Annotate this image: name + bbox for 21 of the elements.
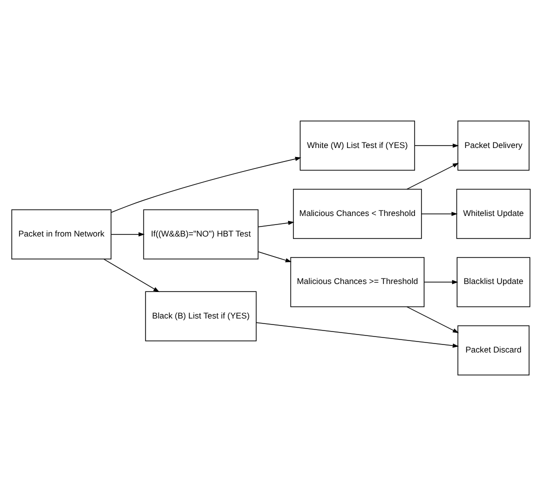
node-box: Packet Discard — [457, 324, 530, 375]
node-box: If((W&&B)="NO") HBT Test — [143, 208, 258, 259]
node-box: Black (B) List Test if (YES) — [145, 290, 257, 341]
node-box: Packet in from Network — [11, 208, 112, 259]
node-box: Malicious Chances < Threshold — [292, 188, 422, 238]
arrow — [104, 258, 160, 292]
arrow — [256, 322, 459, 348]
arrow — [110, 232, 145, 236]
node-box: Malicious Chances >= Threshold — [290, 256, 424, 307]
arrow — [421, 211, 458, 216]
arrow — [406, 162, 459, 190]
arrow — [414, 143, 459, 148]
arrow — [424, 279, 458, 284]
node-box: Whitelist Update — [456, 188, 531, 238]
arrow — [406, 306, 459, 333]
node-box: White (W) List Test if (YES) — [300, 120, 416, 170]
arrow — [110, 156, 302, 212]
arrow — [258, 220, 294, 227]
node-box: Packet Delivery — [457, 120, 530, 170]
arrow — [258, 250, 292, 262]
node-box: Blacklist Update — [456, 256, 530, 307]
